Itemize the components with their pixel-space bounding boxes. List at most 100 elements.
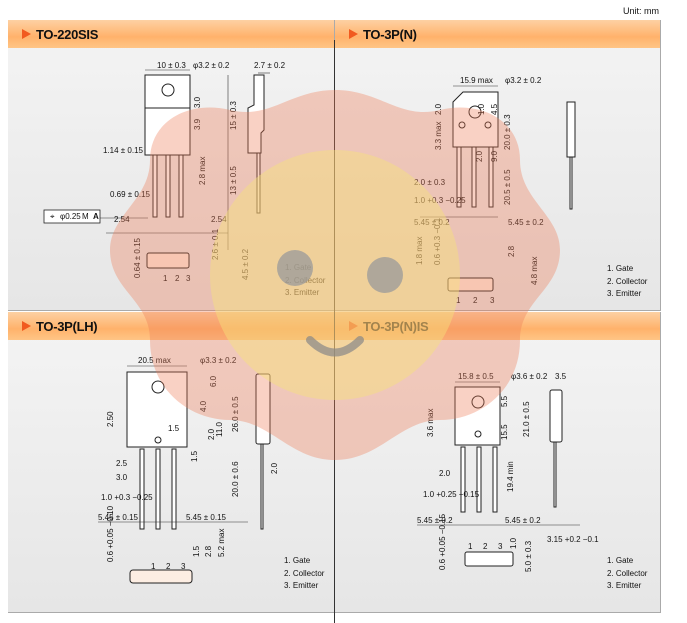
dim-label: 2.0 [439, 469, 451, 478]
package-title: TO-3P(N) [363, 27, 417, 42]
dim-label: 11.0 [215, 421, 224, 437]
dim-label: 1.0 [509, 537, 518, 549]
dim-label: 5.45 ± 0.2 [414, 218, 450, 227]
dim-label: 15 ± 0.3 [229, 101, 238, 130]
dim-label: 15.9 max [460, 76, 493, 85]
svg-text:M: M [82, 212, 89, 221]
package-body [144, 74, 191, 156]
dim-label: 20.5 max [138, 356, 171, 365]
dim-label: 3.5 [555, 372, 567, 381]
dim-label: 1.5 [192, 545, 201, 557]
dim-label: 2.6 ± 0.1 [211, 228, 220, 260]
dim-label: 2.0 [207, 428, 216, 440]
pin-number: 2 [166, 562, 171, 571]
dim-label: 20.0 ± 0.3 [503, 114, 512, 150]
dim-label: 5.45 ± 0.2 [508, 218, 544, 227]
pin-number: 2 [483, 542, 488, 551]
package-title: TO-220SIS [36, 27, 99, 42]
pin-number: 3 [490, 296, 495, 305]
dim-label: 4.0 [199, 400, 208, 412]
panel-header: TO-3P(LH) [8, 312, 334, 340]
dim-label: 2.8 [507, 245, 516, 257]
drawing-to3pnis: 15.8 ± 0.5 φ3.6 ± 0.2 3.5 2.0 1.0 +0.25 … [417, 372, 599, 572]
position-symbol-icon: ⌖ [50, 212, 55, 221]
dim-label: 1.0 +0.25 −0.15 [423, 490, 480, 499]
dim-label: 5.45 ± 0.15 [186, 513, 227, 522]
drawing-to220sis: 10 ± 0.3 φ3.2 ± 0.2 2.7 ± 0.2 1.14 ± 0.1… [43, 61, 286, 283]
dim-label: 2.7 ± 0.2 [254, 61, 286, 70]
dim-label: 6.0 [209, 375, 218, 387]
dim-label: 1.5 [190, 450, 199, 462]
dim-label: 19.4 min [506, 461, 515, 492]
pin-legend: 1. Gate 2. Collector 3. Emitter [607, 556, 648, 590]
dim-label: 13 ± 0.5 [229, 166, 238, 195]
bullet-icon [349, 321, 358, 331]
dim-label: 5.45 ± 0.2 [505, 516, 541, 525]
dim-label: 21.0 ± 0.5 [522, 401, 531, 437]
dim-label: φ3.3 ± 0.2 [200, 356, 237, 365]
package-panel-to3plh: TO-3P(LH) 20.5 max φ3.3 ± 0.2 1.5 2.5 3.… [8, 312, 335, 613]
dim-label: 10 ± 0.3 [157, 61, 186, 70]
dim-label: 5.0 ± 0.3 [524, 540, 533, 572]
pin-legend: 1. Gate 2. Collector 3. Emitter [284, 556, 325, 590]
package-body [126, 371, 188, 448]
dim-label: 1.5 [168, 424, 180, 433]
pin-number: 3 [186, 274, 191, 283]
dim-label: 2.0 [434, 103, 443, 115]
dim-label: 1.14 ± 0.15 [103, 146, 144, 155]
pin-legend: 1. Gate 2. Collector 3. Emitter [607, 264, 648, 298]
pin-number: 3 [498, 542, 503, 551]
package-panel-to3pn: TO-3P(N) 15.9 max φ3.2 ± 0.2 2.0 ± 0.3 1… [335, 20, 661, 311]
dim-label: 1.8 max [415, 237, 424, 265]
dim-label: 2.0 [475, 150, 484, 162]
pin-number: 1 [151, 562, 156, 571]
tolerance-frame: ⌖ φ0.25 M A [43, 209, 101, 224]
pin-number: 2 [473, 296, 478, 305]
dim-label: 3.0 [116, 473, 128, 482]
package-panel-to220sis: TO-220SIS 10 ± 0.3 φ3.2 ± 0.2 2.7 ± 0.2 … [8, 20, 335, 311]
dim-label: φ3.6 ± 0.2 [511, 372, 548, 381]
dim-label: 3.0 [193, 96, 202, 108]
dim-label: 2.54 [114, 215, 130, 224]
dim-label: 3.3 max [434, 122, 443, 150]
dim-label: 26.0 ± 0.5 [231, 396, 240, 432]
side-view [255, 373, 271, 445]
dim-label: 5.45 ± 0.2 [417, 516, 453, 525]
svg-text:φ0.25: φ0.25 [60, 212, 81, 221]
dim-label: 9.0 [490, 150, 499, 162]
package-body [454, 386, 501, 446]
package-panel-to3pnis: TO-3P(N)IS 15.8 ± 0.5 φ3.6 ± 0.2 3.5 2.0… [335, 312, 661, 613]
dim-label: 5.2 max [217, 529, 226, 557]
dim-label: 4.8 max [530, 257, 539, 285]
panel-divider [334, 40, 335, 623]
dim-label: 0.69 ± 0.15 [110, 190, 151, 199]
dim-label: 15.5 [500, 424, 509, 440]
dim-label: φ3.2 ± 0.2 [193, 61, 230, 70]
dim-label: 2.8 [204, 545, 213, 557]
dim-label: 2.5 [116, 459, 128, 468]
dim-label: 0.6 +0.05 −0.15 [438, 513, 447, 570]
dim-label: 3.9 [193, 118, 202, 130]
dim-label: 20.5 ± 0.5 [503, 169, 512, 205]
dim-label: 1.0 +0.3 −0.25 [414, 196, 466, 205]
svg-text:A: A [93, 212, 99, 221]
dim-label: 2.8 max [198, 157, 207, 185]
package-title: TO-3P(N)IS [363, 319, 429, 334]
pin-number: 1 [468, 542, 473, 551]
pin-number: 3 [181, 562, 186, 571]
side-view [247, 74, 265, 154]
bullet-icon [349, 29, 358, 39]
panel-header: TO-3P(N) [335, 20, 660, 48]
package-title: TO-3P(LH) [36, 319, 98, 334]
pin-number: 2 [175, 274, 180, 283]
panel-header: TO-220SIS [8, 20, 334, 48]
pin-number: 1 [456, 296, 461, 305]
dim-label: 0.64 ± 0.15 [133, 237, 142, 278]
dim-label: 2.0 [270, 462, 279, 474]
dim-label: 3.15 +0.2 −0.1 [547, 535, 599, 544]
package-body [452, 91, 499, 148]
dim-label: 1.0 [477, 103, 486, 115]
side-view [566, 101, 576, 158]
dim-label: 2.50 [106, 411, 115, 427]
dim-label: 2.0 ± 0.3 [414, 178, 446, 187]
